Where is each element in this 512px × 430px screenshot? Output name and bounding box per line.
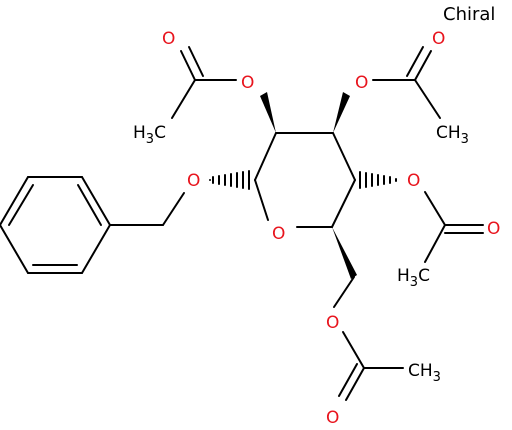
carbonyl-oxygen-3-label: O	[432, 29, 445, 49]
pyranose-ring	[254, 132, 356, 228]
carbonyl-oxygen-6-label: O	[326, 408, 339, 428]
methyl-2-label: H3C	[133, 123, 166, 147]
ring-oxygen-label: O	[272, 224, 285, 244]
hashed-bond-c1-o	[209, 170, 250, 190]
acetyl-group-2	[171, 46, 237, 119]
wedge-bond-c3	[333, 92, 350, 133]
wedge-bond-c5	[332, 227, 357, 279]
methyl-4-label: H3C	[397, 266, 430, 290]
ester-oxygen-3-label: O	[355, 73, 368, 93]
methyl-6-label: CH3	[408, 361, 441, 385]
benzyl-linker	[109, 192, 185, 226]
acetyl-group-4	[424, 191, 484, 263]
chiral-label: Chiral	[443, 4, 495, 25]
hashed-bond-c4-o	[359, 171, 397, 189]
wedge-bond-c2	[260, 92, 276, 133]
acetyl-group-3	[372, 46, 441, 119]
methyl-3-label: CH3	[436, 123, 469, 147]
acetyl-group-6	[338, 331, 404, 401]
carbonyl-oxygen-4-label: O	[487, 219, 500, 239]
ester-oxygen-2-label: O	[241, 73, 254, 93]
bond-c6-o6	[333, 276, 355, 308]
ester-oxygen-4-label: O	[407, 171, 420, 191]
ester-oxygen-6-label: O	[326, 313, 339, 333]
carbonyl-oxygen-2-label: O	[162, 29, 175, 49]
benzyl-oxygen-label: O	[187, 171, 200, 191]
benzene-ring	[0, 176, 111, 274]
